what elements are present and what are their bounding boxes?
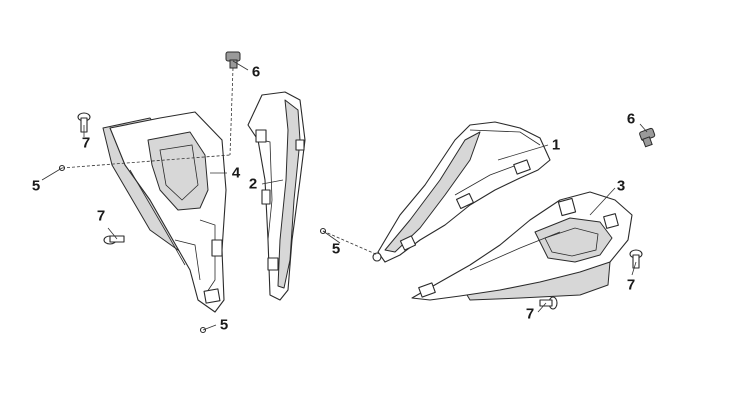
callout-7-top-left: 7 (81, 134, 91, 152)
part-2-side-panel (247, 91, 306, 301)
callout-3: 3 (616, 177, 626, 195)
callout-5-bottom: 5 (219, 316, 229, 334)
callout-2: 2 (248, 175, 258, 193)
part-4-left-inner-panel (102, 111, 227, 313)
fastener-6-left (225, 51, 241, 69)
callout-6-right: 6 (626, 110, 636, 128)
callout-7-bottom: 7 (525, 305, 535, 323)
fastener-7-right (629, 249, 643, 269)
callout-7-right: 7 (626, 276, 636, 294)
callout-5-left: 5 (31, 177, 41, 195)
callout-5-middle: 5 (331, 240, 341, 258)
callout-1: 1 (551, 136, 561, 154)
part-3-lower-tray (411, 191, 633, 301)
fastener-6-right (639, 127, 656, 148)
callout-6-left: 6 (251, 63, 261, 81)
leader-lines (41, 60, 648, 331)
fastener-7-mid-left (103, 235, 125, 245)
callout-4: 4 (231, 164, 241, 182)
callout-7-mid-left: 7 (96, 207, 106, 225)
